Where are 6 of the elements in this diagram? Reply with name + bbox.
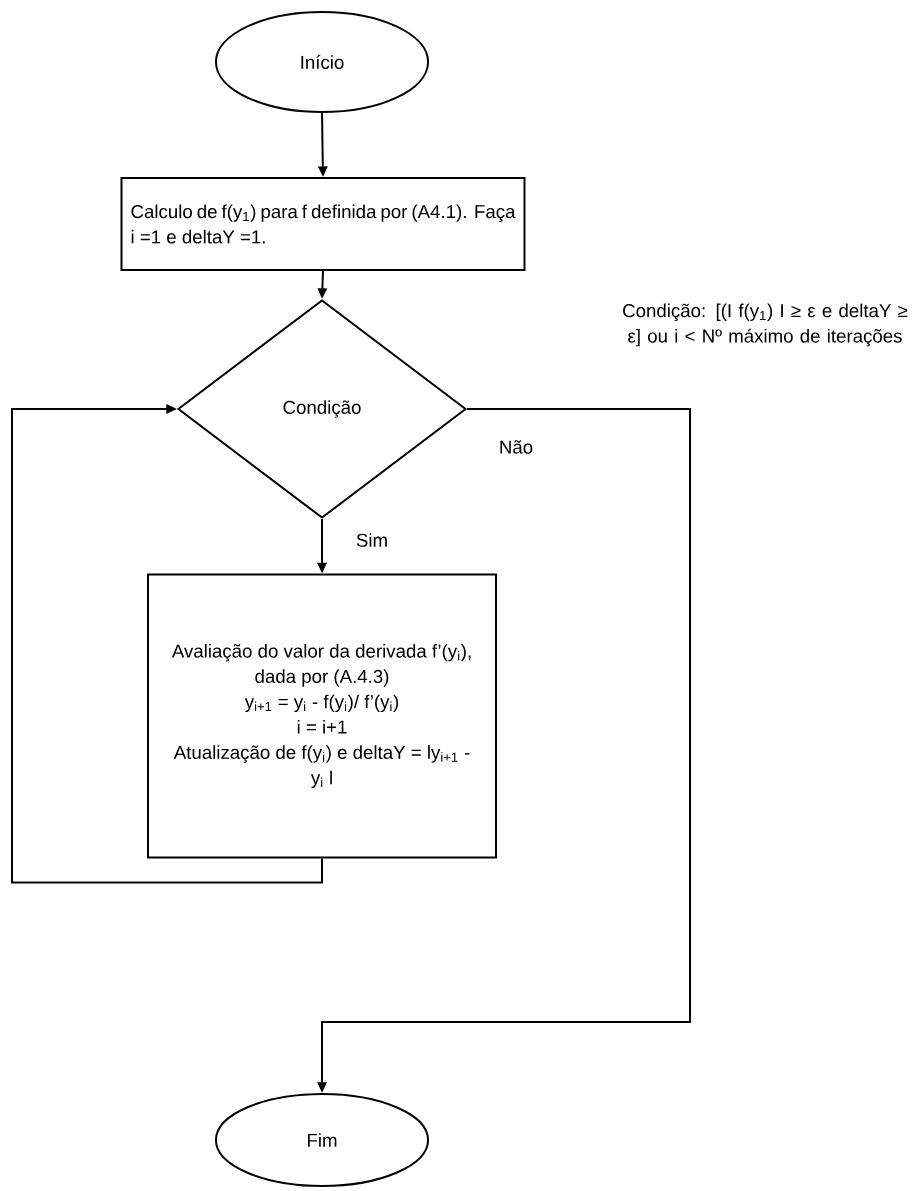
note-text: Condição: [(I f(y$_{1}$) I ≥ ε e deltaY ≥ ε] ou i < Nº máximo de iterações — [623, 303, 908, 347]
edge-label: Não — [500, 440, 533, 454]
process-box: Calculo de f(y$_{1}$) para f definida por (A4.1). Faça i =1 e deltaY =1. — [120, 177, 526, 271]
process-box: Avaliação do valor da derivada f’(y$_{i}$), dada por (A.4.3) y$_{i+1}$ = y$_{i}$ - f(y$_{i}$)/ f’(y$_{i}$) i = i+1 Atualização de f(y$_{i}$) e deltaY = ly$_{i+1}$ - y$_{i}$ l — [147, 573, 497, 859]
edge-label: Sim — [356, 533, 387, 547]
arrow — [11, 404, 323, 884]
